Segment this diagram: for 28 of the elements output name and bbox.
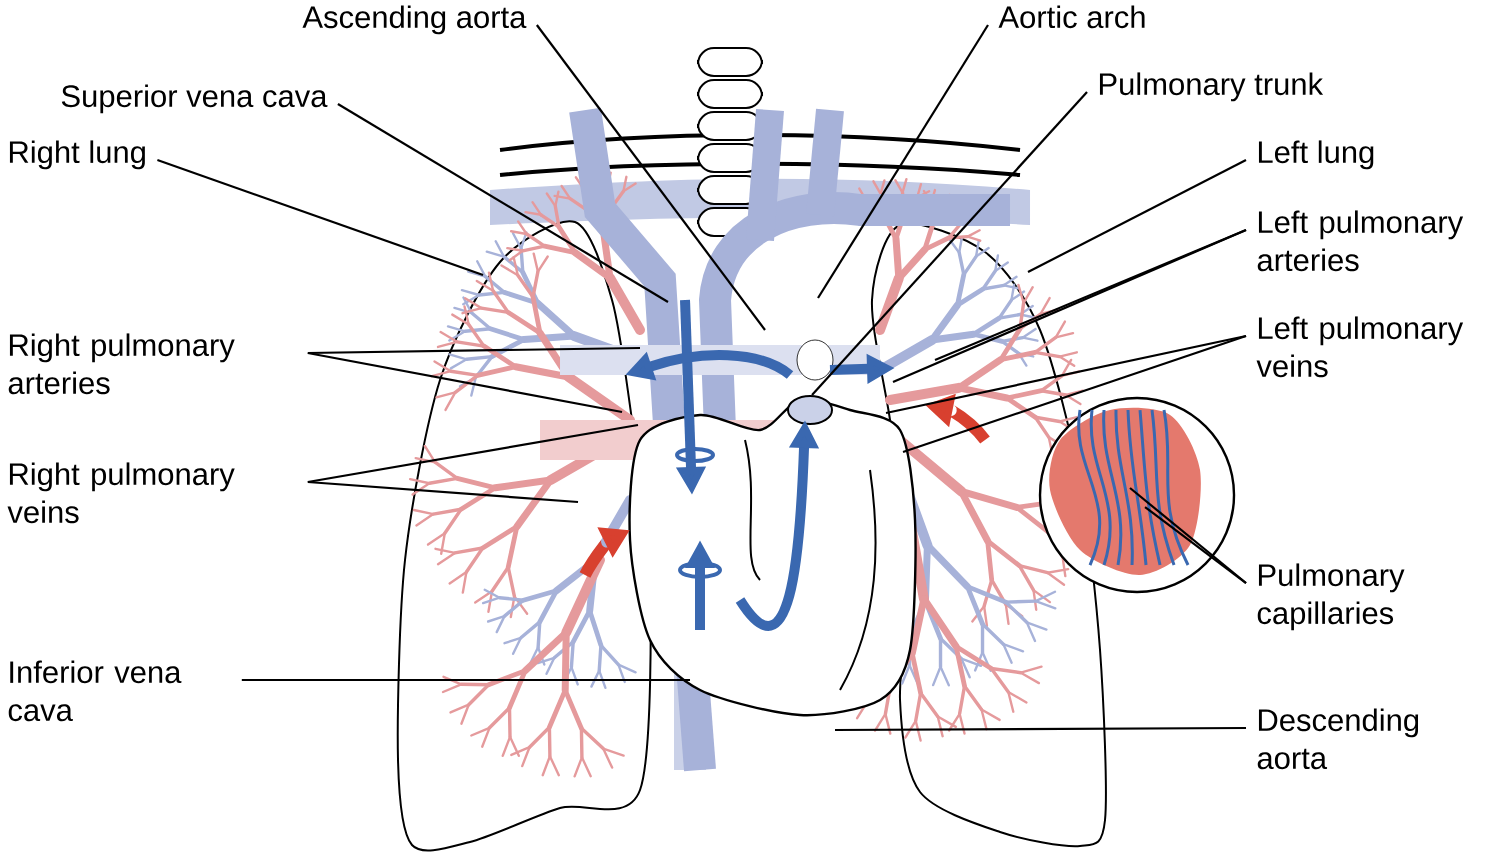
structure-label: Right pulmonary arteries	[8, 333, 235, 395]
structure-label: Left pulmonary veins	[1256, 316, 1464, 378]
leader-line	[307, 423, 639, 484]
structure-label: Right pulmonary veins	[7, 462, 235, 524]
structure-label: Inferior vena cava	[8, 660, 182, 722]
leader-line	[241, 678, 690, 682]
leader-line	[157, 158, 484, 277]
structure-label: Descending aorta	[1257, 708, 1419, 770]
leader-line	[307, 351, 623, 414]
leader-line	[835, 726, 1247, 732]
structure-label: Aortic arch	[998, 5, 1145, 29]
leader-line	[1027, 159, 1247, 273]
leader-line	[811, 91, 1088, 396]
leader-line	[307, 480, 579, 504]
structure-label: Pulmonary trunk	[1099, 72, 1324, 102]
leader-line	[337, 103, 669, 303]
leader-line	[902, 334, 1247, 454]
leader-line	[535, 24, 766, 331]
structure-label: Ascending aorta	[302, 5, 527, 35]
leader-line	[817, 24, 989, 299]
structure-label: Left lung	[1258, 140, 1374, 170]
structure-label: Right lung	[9, 140, 145, 170]
leader-line	[1144, 506, 1247, 584]
leader-line	[934, 229, 1247, 362]
structure-label: Pulmonary capillaries	[1257, 563, 1405, 631]
structure-label: Left pulmonary arteries	[1257, 210, 1464, 272]
leader-line	[885, 334, 1247, 415]
structure-label: Superior vena cava	[61, 84, 328, 114]
